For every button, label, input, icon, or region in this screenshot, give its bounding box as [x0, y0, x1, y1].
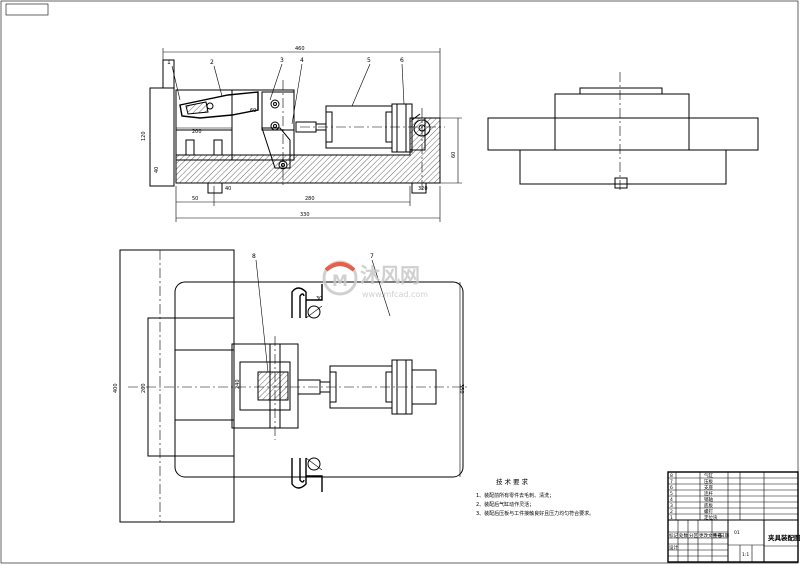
watermark-brand: 沐风网	[360, 263, 420, 287]
svg-text:设计: 设计	[669, 544, 678, 551]
clamp-arm	[179, 91, 259, 119]
svg-text:260: 260	[141, 383, 147, 393]
side-plate	[487, 117, 759, 151]
tech-req-heading: 技术要求	[496, 477, 530, 486]
svg-text:1: 1	[670, 515, 673, 521]
scale: 1:1	[742, 552, 749, 558]
technical-requirements: 技术要求 1、装配前所有零件去毛刺、清洗； 2、装配后气缸动作灵活； 3、装配后…	[476, 477, 594, 517]
svg-text:销轴: 销轴	[704, 496, 713, 503]
top-hook-lower	[291, 458, 307, 489]
svg-text:2: 2	[670, 509, 673, 515]
svg-text:240: 240	[235, 379, 241, 389]
svg-text:5: 5	[670, 491, 673, 497]
svg-text:120: 120	[141, 131, 147, 141]
svg-text:底板: 底板	[704, 502, 713, 509]
label-1: 1	[167, 59, 171, 66]
watermark: M 沐风网 www.mfcad.com	[322, 260, 428, 299]
top-left-frame	[119, 249, 235, 523]
svg-text:40: 40	[154, 167, 160, 173]
top-dimensions: 400 260 240 350 30	[113, 250, 464, 522]
svg-text:280: 280	[305, 196, 315, 202]
sheet-number: 01	[734, 530, 740, 536]
title-block: 8 7 6 5 4 3 2 1 气缸 压板 支座 连杆 销轴 底板 螺钉 定位块	[667, 471, 800, 563]
svg-text:40: 40	[225, 186, 231, 192]
svg-text:60: 60	[250, 108, 256, 114]
label-4: 4	[300, 57, 304, 64]
top-view: 8 7 400 260 240 350 30	[113, 249, 470, 523]
svg-text:螺钉: 螺钉	[704, 508, 713, 515]
drawing-number-box	[5, 3, 49, 16]
svg-text:更改文件号: 更改文件号	[699, 532, 722, 539]
svg-text:350: 350	[458, 384, 464, 394]
top-hook-upper	[291, 287, 307, 318]
svg-text:分区: 分区	[689, 532, 698, 539]
watermark-logo-icon: M	[322, 260, 358, 296]
svg-text:50: 50	[192, 196, 198, 202]
side-body	[554, 93, 690, 151]
svg-text:200: 200	[192, 129, 202, 135]
front-leaders: 1 2 3 4 5 6	[167, 57, 405, 125]
part-name: 夹具装配图	[768, 533, 800, 542]
svg-text:400: 400	[113, 383, 119, 393]
svg-text:压板: 压板	[704, 478, 713, 485]
svg-text:3: 3	[670, 503, 673, 509]
parts-list: 8 7 6 5 4 3 2 1 气缸 压板 支座 连杆 销轴 底板 螺钉 定位块	[668, 472, 798, 521]
front-dimensions: 460 330 50 280 40 320 200 120 40 60 60	[141, 46, 462, 222]
svg-text:60: 60	[451, 152, 457, 158]
svg-text:连杆: 连杆	[704, 490, 713, 497]
svg-text:330: 330	[300, 212, 310, 218]
svg-text:标记: 标记	[669, 532, 678, 539]
tech-req-item-3: 3、装配后压板与工件接触良好且压力均匀符合要求。	[476, 510, 594, 517]
watermark-url: www.mfcad.com	[362, 290, 428, 299]
svg-text:30: 30	[316, 296, 322, 302]
svg-text:8: 8	[670, 473, 673, 479]
svg-text:4: 4	[670, 497, 673, 503]
svg-text:处数: 处数	[679, 532, 688, 539]
svg-text:签名: 签名	[713, 532, 722, 539]
side-view	[487, 72, 759, 190]
label-2: 2	[210, 59, 214, 66]
label-8: 8	[252, 253, 256, 260]
tech-req-item-2: 2、装配后气缸动作灵活；	[476, 501, 534, 508]
svg-text:定位块: 定位块	[704, 514, 718, 521]
svg-text:460: 460	[295, 46, 305, 52]
svg-text:日期: 日期	[720, 533, 729, 539]
tech-req-item-1: 1、装配前所有零件去毛刺、清洗；	[476, 492, 554, 499]
side-base	[519, 149, 727, 185]
label-6: 6	[400, 57, 404, 64]
svg-text:气缸: 气缸	[704, 472, 713, 479]
label-7: 7	[370, 253, 374, 260]
svg-text:支座: 支座	[704, 484, 713, 491]
svg-text:M: M	[332, 271, 348, 290]
front-view: 1 2 3 4 5 6 460 330 50 280 40 320 200	[141, 46, 462, 222]
svg-text:320: 320	[418, 186, 428, 192]
label-5: 5	[367, 57, 371, 64]
label-3: 3	[280, 57, 284, 64]
svg-text:6: 6	[670, 485, 673, 491]
svg-text:7: 7	[670, 479, 673, 485]
